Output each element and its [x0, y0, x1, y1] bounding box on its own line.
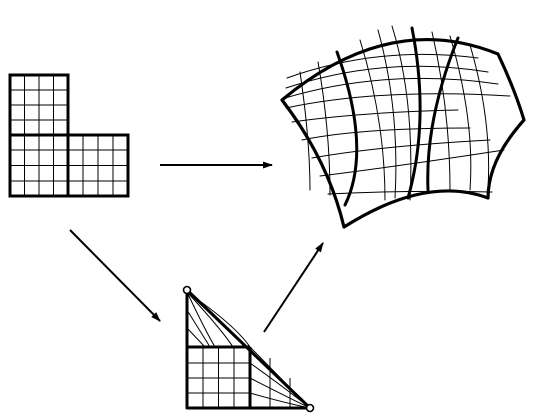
arrow-grid-to-triangle [69, 229, 161, 322]
l-shaped-grid [8, 73, 130, 198]
curved-surface-patch [280, 25, 526, 229]
triangle-grid [182, 285, 315, 413]
vertex-marker [305, 403, 315, 413]
vertex-marker [182, 285, 192, 295]
arrow-triangle-to-surface [263, 242, 324, 333]
